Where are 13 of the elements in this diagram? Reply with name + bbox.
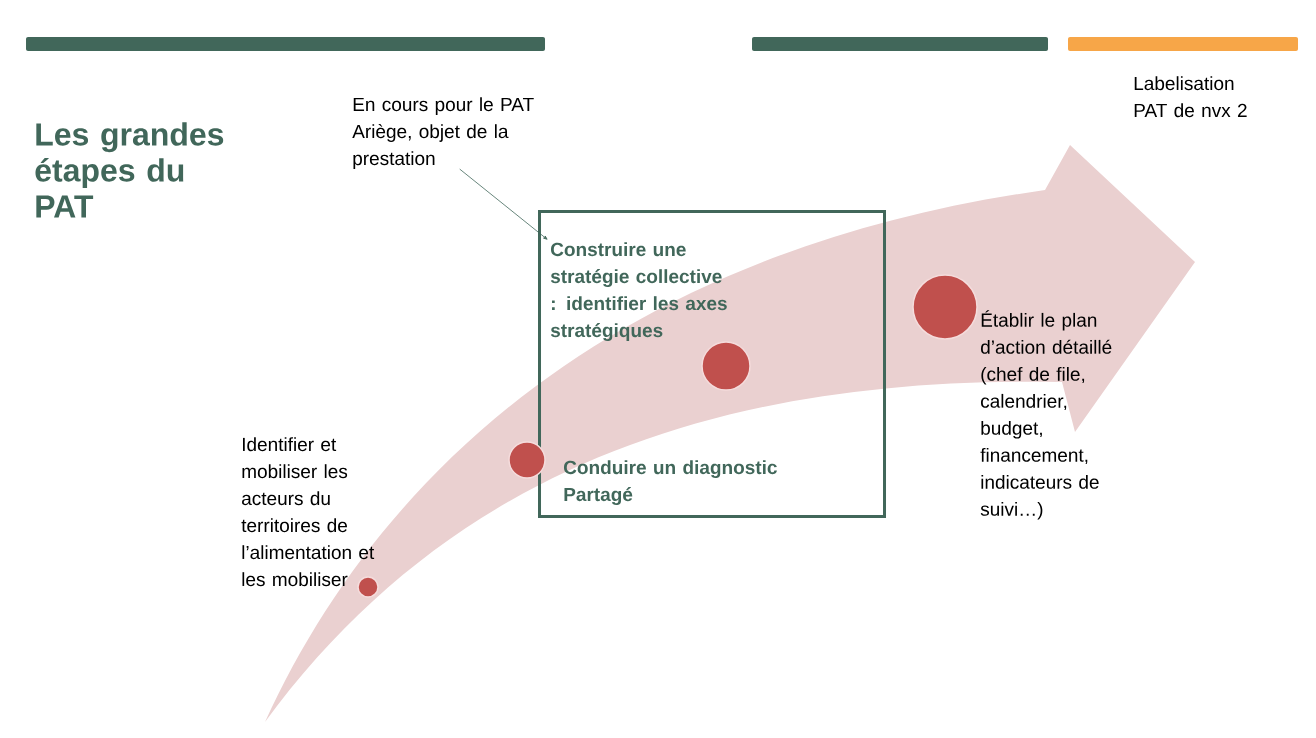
frame-box xyxy=(538,210,886,518)
step-text: Établir le plan d’action détaillé (chef de file, calendrier, budget, financement, indicateurs de suivi…) xyxy=(980,310,1112,520)
leader-line xyxy=(459,168,548,240)
step-text: Construire une stratégie collective : identifier les axes stratégiques xyxy=(550,242,727,341)
step-circle xyxy=(357,576,379,598)
note-text: En cours pour le PAT Ariège, objet de la prestation xyxy=(352,97,534,169)
title: Les grandes étapes du PAT xyxy=(35,122,224,218)
step-text: Identifier et mobiliser les acteurs du territoires de l’alimentation et les mobiliser xyxy=(241,437,375,587)
step-text: Conduire un diagnostic Partagé xyxy=(564,460,777,505)
step-circle xyxy=(912,274,978,340)
note-text: Labelisation PAT de nvx 2 xyxy=(1134,76,1247,118)
step-circle xyxy=(701,341,751,391)
step-circle xyxy=(508,441,546,479)
